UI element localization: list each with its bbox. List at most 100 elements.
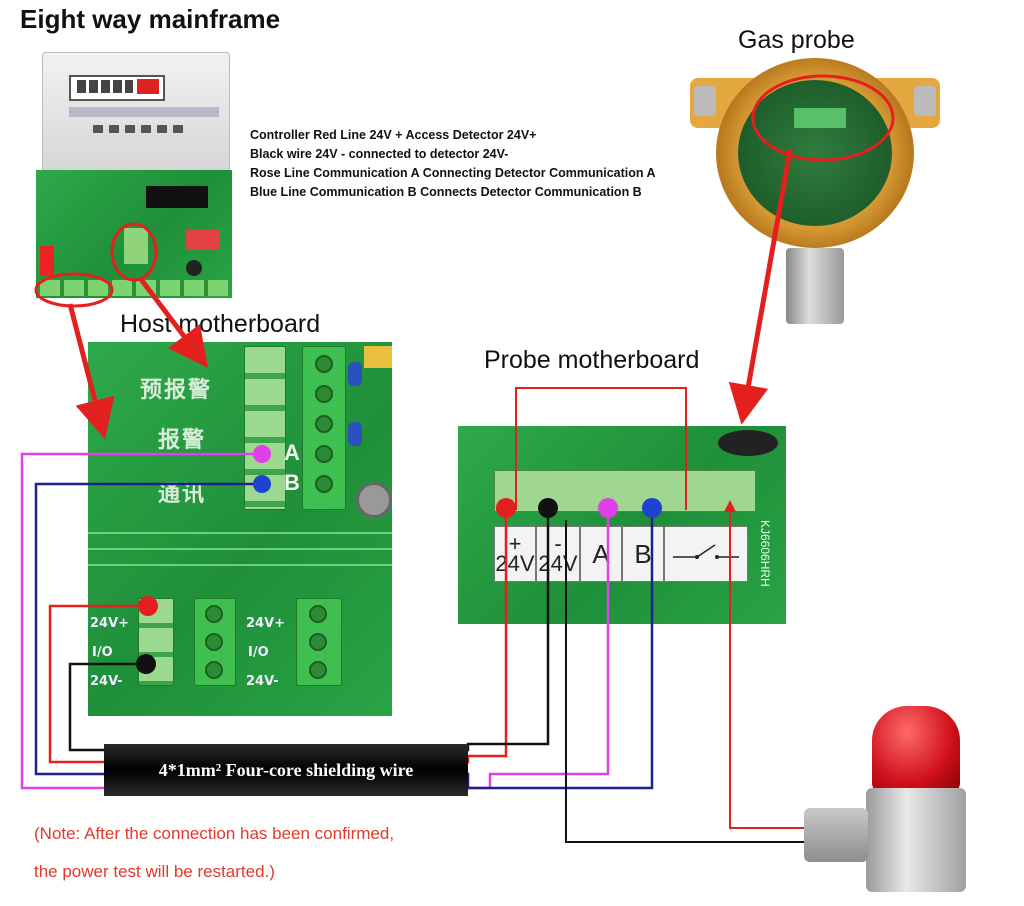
instruction-line: Blue Line Communication B Connects Detec… — [250, 185, 642, 199]
dot-probe-24v-minus — [538, 498, 558, 518]
terminal-screw — [315, 475, 333, 493]
host-yellow-component — [364, 346, 392, 368]
mainframe-front-panel — [42, 52, 230, 172]
wire-black-24v-minus — [68, 508, 550, 752]
host-label-24v-plus: 24V+ — [90, 616, 130, 631]
terminal-screw — [205, 605, 223, 623]
probe-cell-relay-switch — [664, 526, 748, 582]
wire-magenta-a — [20, 452, 610, 790]
gas-probe-device — [690, 58, 940, 324]
host-motherboard-board: 预报警 报警 通讯 A B 24V+ I/O 24V- 24V+ I/O 24V… — [88, 342, 392, 716]
relay-switch-icon — [673, 544, 739, 559]
instruction-line: Rose Line Communication A Connecting Det… — [250, 166, 656, 180]
host-label-io-2: I/O — [248, 645, 269, 660]
dot-host-a — [253, 445, 271, 463]
host-label-a: A — [284, 440, 300, 465]
probe-internal-terminals — [794, 108, 846, 128]
mainframe-buzzer — [186, 260, 202, 276]
dot-host-b — [253, 475, 271, 493]
probe-terminal-block — [494, 470, 756, 512]
note-line-2: the power test will be restarted.) — [34, 862, 275, 881]
wire-red-24v-plus — [48, 508, 508, 764]
host-label-24v-minus-2: 24V- — [246, 674, 279, 689]
terminal-screw — [309, 605, 327, 623]
pcb-trace — [88, 564, 392, 566]
pcb-trace — [88, 532, 392, 534]
wire-black-to-alarm — [565, 520, 812, 843]
dot-host-24v-plus — [138, 596, 158, 616]
note-line-1: (Note: After the connection has been con… — [34, 824, 395, 843]
host-screw-block — [302, 346, 346, 510]
wire-red-to-alarm — [729, 512, 812, 829]
probe-bolt-right — [914, 86, 936, 116]
terminal-screw — [309, 633, 327, 651]
instruction-line: Black wire 24V - connected to detector 2… — [250, 147, 509, 161]
mainframe-device — [36, 52, 232, 298]
dot-probe-24v-plus — [496, 498, 516, 518]
probe-model-label: KJ6606HRH — [758, 520, 772, 587]
wire-blue-b — [34, 482, 654, 790]
probe-cell-a: A — [580, 526, 622, 582]
host-mounting-screw — [356, 482, 392, 518]
host-motherboard-title: Host motherboard — [120, 310, 321, 338]
highlight-ellipse — [34, 272, 114, 308]
terminal-screw — [205, 661, 223, 679]
host-label-24v-minus: 24V- — [90, 674, 123, 689]
arrow-to-host-power — [67, 303, 115, 440]
probe-relay-arrow — [724, 500, 736, 512]
probe-cell-24v-plus: + 24V — [494, 526, 536, 582]
host-channel5-terminal — [296, 598, 342, 686]
gas-probe-title: Gas probe — [738, 26, 855, 54]
alarm-light-dome — [872, 706, 960, 792]
probe-internal-pcb — [738, 80, 892, 226]
mainframe-power-connector — [40, 246, 54, 276]
alarm-light-device — [800, 706, 970, 892]
host-label-b: B — [284, 470, 300, 495]
probe-housing — [716, 58, 914, 248]
mainframe-title: Eight way mainframe — [20, 4, 281, 34]
probe-board-component — [718, 430, 778, 456]
mainframe-buttons — [93, 125, 183, 133]
mainframe-label-strip — [69, 107, 219, 117]
mainframe-led-digits — [137, 79, 159, 94]
dot-probe-a — [598, 498, 618, 518]
highlight-ellipse — [751, 74, 895, 162]
probe-bolt-left — [694, 86, 716, 116]
terminal-screw — [315, 445, 333, 463]
silk-alarm: 报警 — [158, 428, 207, 453]
host-label-24v-plus-2: 24V+ — [246, 616, 286, 631]
pcb-trace — [88, 548, 392, 550]
probe-motherboard-title: Probe motherboard — [484, 346, 700, 374]
alarm-light-gland — [804, 808, 868, 862]
probe-motherboard-board: + 24V - 24V A B KJ6606HRH — [458, 426, 786, 624]
instruction-line: Controller Red Line 24V + Access Detecto… — [250, 128, 537, 142]
mainframe-relay — [186, 230, 220, 250]
wire-red-probe-loop — [515, 387, 687, 510]
mainframe-comm-terminal — [124, 228, 148, 264]
terminal-screw — [315, 355, 333, 373]
probe-minus-sign: - — [554, 531, 562, 556]
alarm-light-body — [866, 788, 966, 892]
terminal-screw — [315, 385, 333, 403]
dot-probe-b — [642, 498, 662, 518]
probe-sensor-head — [786, 248, 844, 324]
probe-plus-sign: + — [508, 531, 522, 556]
mainframe-display — [69, 75, 165, 101]
highlight-ellipse — [110, 222, 158, 282]
arrow-to-probe-board — [728, 149, 793, 425]
cable-label: 4*1mm² Four-core shielding wire — [104, 744, 468, 796]
mainframe-digits — [77, 80, 133, 93]
host-label-io: I/O — [92, 645, 113, 660]
silk-prealarm: 预报警 — [140, 378, 213, 403]
host-channel4-screws — [194, 598, 236, 686]
dot-host-24v-minus — [136, 654, 156, 674]
terminal-screw — [309, 661, 327, 679]
mainframe-pcb — [36, 170, 232, 298]
terminal-screw — [315, 415, 333, 433]
probe-cell-b: B — [622, 526, 664, 582]
silk-comm: 通讯 — [158, 482, 207, 507]
arrow-to-host-comm — [138, 276, 209, 368]
terminal-screw — [205, 633, 223, 651]
host-capacitor — [348, 422, 362, 446]
